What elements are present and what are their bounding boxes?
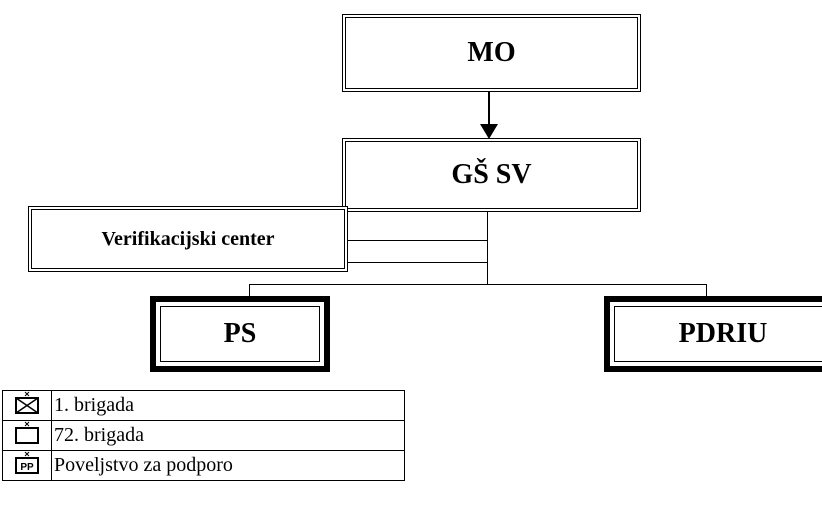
pp-symbol-text: PP xyxy=(20,462,34,473)
arrowhead-icon xyxy=(480,124,498,139)
node-mo-label: MO xyxy=(467,37,516,68)
legend-label: 72. brigada xyxy=(51,420,405,451)
legend-table: 1. brigada 72. brigada PP Poveljstvo za … xyxy=(2,390,405,481)
node-mo: MO xyxy=(342,14,641,92)
node-gs-sv-label: GŠ SV xyxy=(451,159,532,190)
connector-vc-top xyxy=(348,240,488,241)
legend-row: PP Poveljstvo za podporo xyxy=(2,450,405,481)
legend-label: 1. brigada xyxy=(51,390,405,421)
node-pdriu: PDRIU xyxy=(604,296,822,372)
brigade-empty-symbol-icon xyxy=(15,421,39,444)
legend-label: Poveljstvo za podporo xyxy=(51,450,405,481)
node-verification-center: Verifikacijski center xyxy=(28,206,348,272)
connector-pdriu-drop xyxy=(706,284,707,302)
connector-mo-gssv xyxy=(488,92,490,128)
connector-vc-bottom xyxy=(348,262,488,263)
connector-branch-horizontal xyxy=(249,284,707,285)
legend-icon-cell: PP xyxy=(2,450,52,481)
node-gs-sv: GŠ SV xyxy=(342,138,641,212)
node-verification-center-label: Verifikacijski center xyxy=(101,227,275,250)
legend-icon-cell xyxy=(2,390,52,421)
brigade-cross-symbol-icon xyxy=(15,391,39,414)
node-ps: PS xyxy=(150,296,330,372)
node-pdriu-label: PDRIU xyxy=(678,318,768,349)
legend-icon-cell xyxy=(2,420,52,451)
pp-support-symbol-icon: PP xyxy=(15,451,39,474)
node-ps-label: PS xyxy=(223,318,257,349)
connector-ps-drop xyxy=(249,284,250,302)
legend-row: 72. brigada xyxy=(2,420,405,451)
legend-row: 1. brigada xyxy=(2,390,405,421)
